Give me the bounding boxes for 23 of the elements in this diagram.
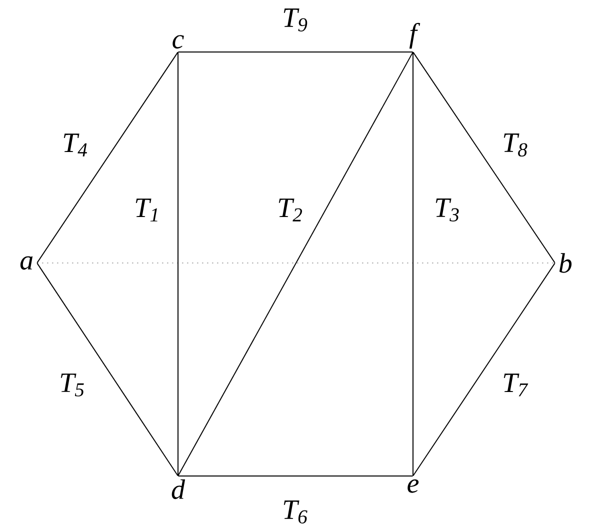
edge-label: T$_{4}$ (64, 134, 87, 156)
edge (412, 52, 414, 476)
edge-label: T$_{6}$ (284, 500, 308, 524)
edge (412, 52, 556, 264)
vertex-label: e (408, 479, 419, 493)
vertex-label: b (559, 253, 572, 273)
edge (178, 51, 414, 52)
vertex-label: a (20, 256, 33, 270)
edge-label: T$_{9}$ (284, 8, 308, 32)
edge-label: T$_{2}$ (278, 198, 302, 222)
edge (36, 52, 178, 264)
vertex-label: c (172, 35, 184, 49)
edge-label: T$_{8}$ (504, 134, 528, 156)
edge-label: T$_{3}$ (436, 198, 459, 222)
edge (178, 52, 414, 476)
edge (36, 262, 178, 476)
vertex-label: f (409, 22, 420, 49)
edge-label: T$_{1}$ (136, 198, 158, 222)
edge (178, 475, 414, 476)
edge (412, 262, 556, 476)
edge-label: T$_{7}$ (504, 374, 528, 396)
vertex-label: d (172, 479, 186, 500)
edge-label: T$_{5}$ (60, 374, 84, 396)
